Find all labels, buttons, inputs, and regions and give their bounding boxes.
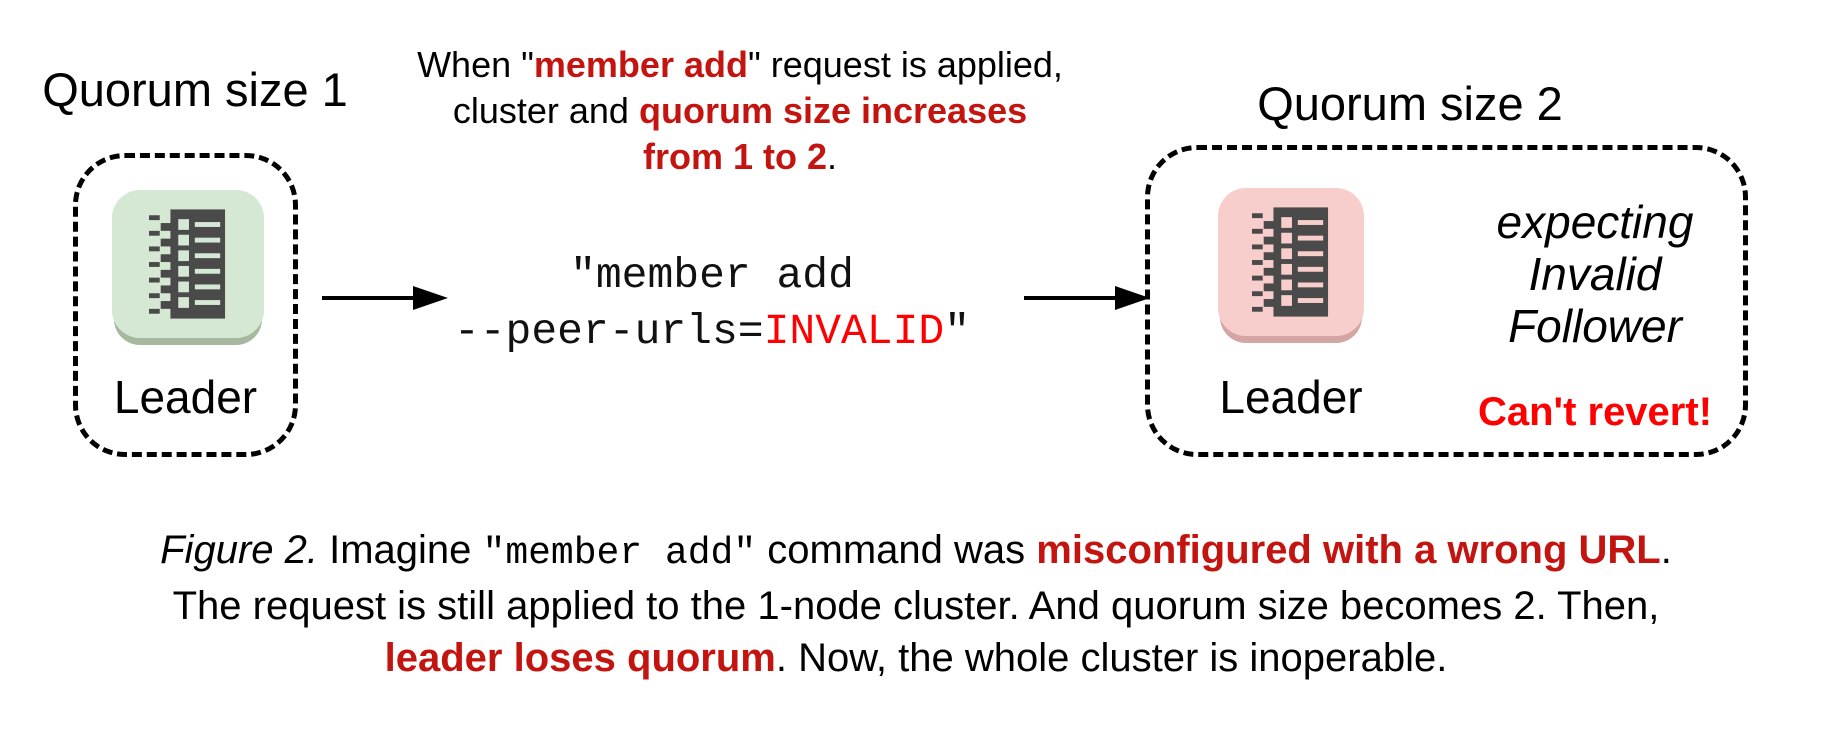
- annotation-line1: When "member add" request is applied,: [390, 42, 1090, 88]
- caption-l1-b: command was: [756, 528, 1037, 572]
- expecting-line1: expecting: [1496, 196, 1694, 248]
- annotation-l3-post: .: [827, 136, 838, 177]
- right-cluster-title: Quorum size 2: [1257, 77, 1563, 130]
- figure-label: Figure 2.: [160, 528, 318, 572]
- caption-line2: The request is still applied to the 1-no…: [172, 584, 1660, 628]
- annotation-line3: from 1 to 2.: [390, 134, 1090, 180]
- command-invalid-value: INVALID: [763, 307, 945, 356]
- annotation-l3-red: from 1 to 2: [642, 136, 827, 177]
- expecting-line2: Invalid: [1528, 248, 1662, 300]
- command-text: "member add --peer-urls=INVALID": [417, 248, 1007, 360]
- left-cluster-box: [73, 153, 298, 457]
- annotation-l2-red: quorum size increases: [638, 90, 1028, 131]
- caption-l1-a: Imagine: [317, 528, 483, 572]
- expecting-text: expecting Invalid Follower: [1425, 196, 1765, 352]
- caption-code: "member add": [482, 532, 757, 575]
- arrow-right-icon: [322, 286, 448, 310]
- command-line1: "member add: [570, 251, 854, 300]
- left-node-label: Leader: [113, 371, 258, 423]
- left-cluster-title: Quorum size 1: [42, 63, 348, 116]
- annotation-line2: cluster and quorum size increases: [390, 88, 1090, 134]
- caption-l3-red: leader loses quorum: [384, 636, 776, 680]
- command-line2: --peer-urls=INVALID": [417, 304, 1007, 360]
- right-node-label: Leader: [1219, 371, 1363, 423]
- annotation-l1-red: member add: [533, 44, 748, 85]
- annotation-l1-pre: When ": [417, 44, 534, 85]
- annotation-l2-pre: cluster and: [452, 90, 639, 131]
- figure-caption: Figure 2. Imagine "member add" command w…: [0, 524, 1832, 684]
- caption-line3: leader loses quorum. Now, the whole clus…: [0, 632, 1832, 684]
- command-line2-close-quote: ": [944, 307, 971, 356]
- annotation-text: When "member add" request is applied, cl…: [390, 42, 1090, 180]
- caption-l3-a: . Now, the whole cluster is inoperable.: [775, 636, 1448, 680]
- expecting-line3: Follower: [1508, 300, 1682, 352]
- caption-l1-red: misconfigured with a wrong URL: [1036, 528, 1661, 572]
- leader-node-green: [112, 190, 264, 338]
- leader-node-pink: [1218, 188, 1364, 336]
- annotation-l1-post: " request is applied,: [747, 44, 1063, 85]
- caption-line1: Figure 2. Imagine "member add" command w…: [0, 524, 1832, 580]
- arrow-right-icon: [1024, 286, 1150, 310]
- server-icon: [1252, 207, 1329, 317]
- cant-revert-warning: Can't revert!: [1477, 390, 1713, 434]
- caption-l1-c: .: [1660, 528, 1672, 572]
- server-icon: [149, 209, 226, 319]
- command-line2-flag: --peer-urls=: [453, 307, 764, 356]
- right-cluster-box: [1145, 145, 1748, 457]
